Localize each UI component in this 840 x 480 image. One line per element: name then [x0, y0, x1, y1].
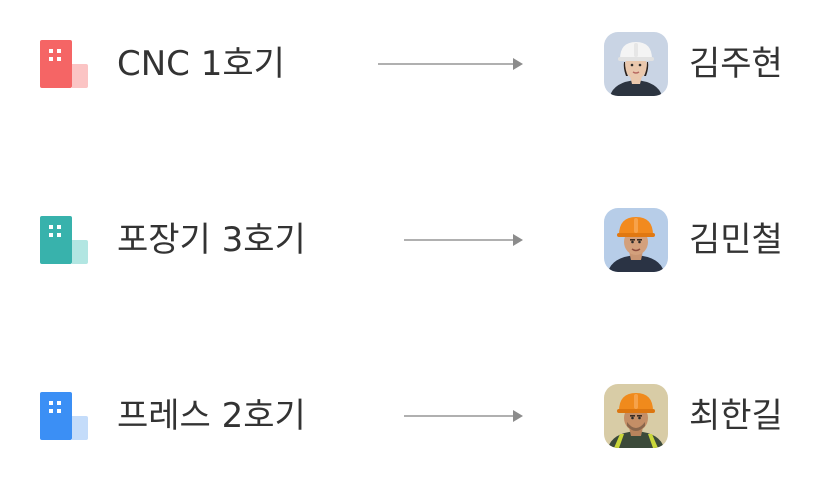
building-icon	[40, 216, 88, 264]
building-main	[40, 40, 72, 88]
avatar	[604, 32, 668, 96]
avatar	[604, 384, 668, 448]
worker-portrait-icon	[604, 32, 668, 96]
assignment-row-cnc-1: CNC 1호기 김주현	[0, 32, 840, 106]
worker-portrait-icon	[604, 384, 668, 448]
building-annex	[72, 240, 88, 264]
building-main	[40, 216, 72, 264]
assignment-row-press-2: 프레스 2호기 최한길	[0, 384, 840, 458]
machine-label: CNC 1호기	[117, 44, 285, 84]
assignment-row-packing-3: 포장기 3호기 김민철	[0, 208, 840, 282]
building-icon	[40, 392, 88, 440]
person-name: 최한길	[689, 396, 783, 436]
person-name: 김주현	[689, 44, 783, 84]
building-main	[40, 392, 72, 440]
building-annex	[72, 64, 88, 88]
machine-label: 프레스 2호기	[117, 396, 306, 436]
worker-portrait-icon	[604, 208, 668, 272]
building-icon	[40, 40, 88, 88]
avatar	[604, 208, 668, 272]
arrow-right-icon	[378, 58, 523, 70]
machine-label: 포장기 3호기	[117, 220, 306, 260]
arrow-right-icon	[404, 410, 523, 422]
building-annex	[72, 416, 88, 440]
person-name: 김민철	[689, 220, 783, 260]
arrow-right-icon	[404, 234, 523, 246]
